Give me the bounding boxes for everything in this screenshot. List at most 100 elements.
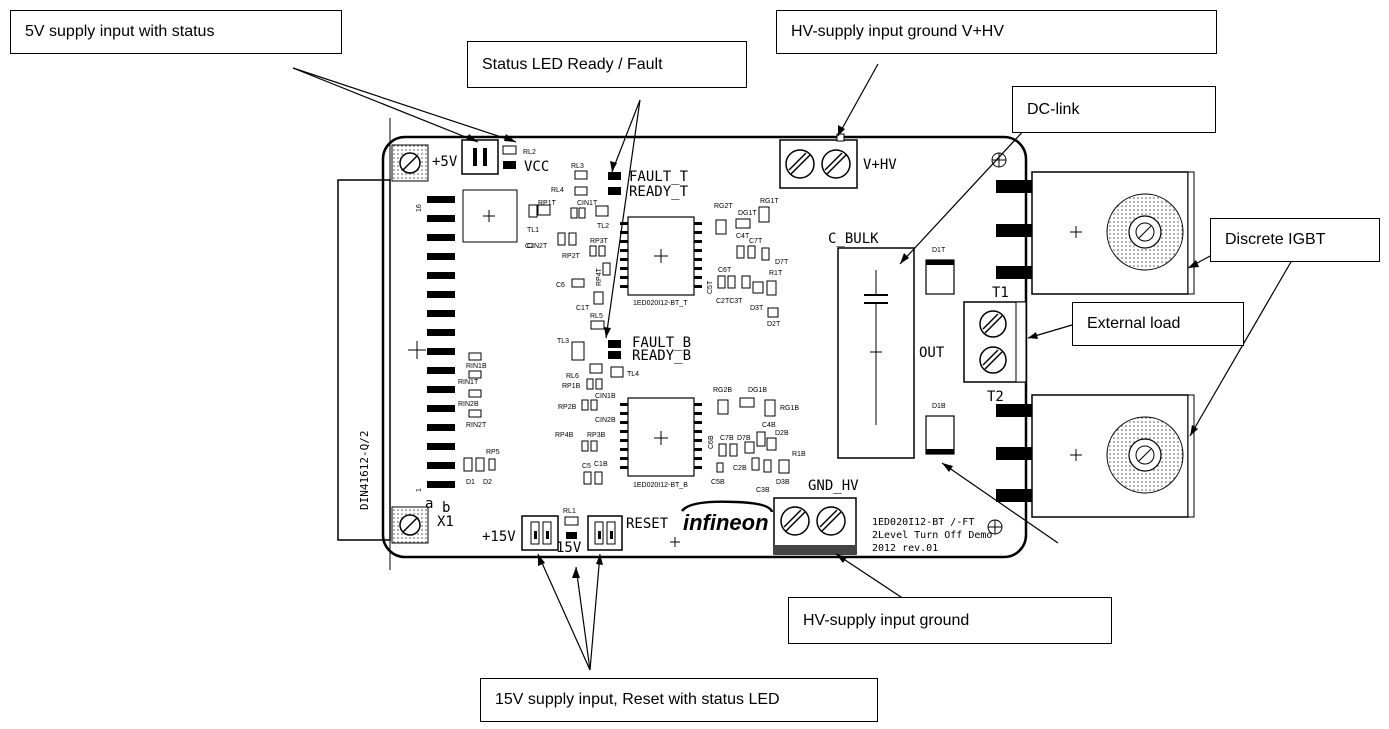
infineon-logo: infineon	[680, 500, 774, 535]
callout-dc-link: DC-link	[1012, 86, 1216, 133]
gate-components-bottom: RG2B DG1B RG1B C4B D2B C6B C7B D7B C2B R…	[708, 387, 806, 494]
gate-components-top: RG2T DG1T RG1T C4T C7T D7T C6T C5T R1T C…	[707, 198, 789, 328]
callout-discrete-igbt: Discrete IGBT	[1210, 218, 1380, 262]
label-d7t: D7T	[775, 259, 789, 266]
label-d3t: D3T	[750, 305, 764, 312]
mounting-hole-top-left	[391, 144, 429, 182]
label-tl3: TL3	[557, 338, 569, 345]
label-c7b: C7B	[720, 435, 734, 442]
label-rp4b: RP4B	[555, 432, 574, 439]
mounting-hole-bottom-left	[391, 506, 429, 544]
ic-top-pins-right	[694, 222, 702, 288]
label-cin1b: CIN1B	[595, 393, 616, 400]
label-rin1b: RIN1B	[466, 363, 487, 370]
label-d2b: D2B	[775, 430, 789, 437]
rev-line-2: 2Level Turn Off Demo	[872, 530, 992, 541]
terminal-vhv: V+HV	[779, 133, 897, 189]
label-c2tc3t: C2TC3T	[716, 298, 743, 305]
callout-5v-supply: 5V supply input with status	[10, 10, 342, 54]
callout-hv-ground: HV-supply input ground	[788, 597, 1112, 644]
label-rg2t: RG2T	[714, 203, 733, 210]
label-c1b: C1B	[594, 461, 608, 468]
label-t1: T1	[992, 285, 1009, 301]
label-c7t: C7T	[749, 238, 763, 245]
label-c2b: C2B	[733, 465, 747, 472]
label-ready-t: READY_T	[629, 184, 689, 200]
ic-bottom-pins-left	[620, 403, 628, 469]
label-t2: T2	[987, 389, 1004, 405]
label-rg2b: RG2B	[713, 387, 732, 394]
label-rl2: RL2	[523, 149, 536, 156]
label-rg1b: RG1B	[780, 405, 799, 412]
label-tl2: TL2	[597, 223, 609, 230]
label-d1b: D1B	[932, 403, 946, 410]
ic-top-pins-left	[620, 222, 628, 288]
connector-5v: +5V VCC RL2	[432, 139, 549, 175]
label-tl1: TL1	[527, 227, 539, 234]
capacitor-c2: C2	[462, 189, 534, 250]
label-d2t: D2T	[767, 321, 781, 328]
callout-15v-supply: 15V supply input, Reset with status LED	[480, 678, 878, 722]
label-rp1b: RP1B	[562, 383, 581, 390]
label-rg1t: RG1T	[760, 198, 779, 205]
leader-arrowheads	[466, 125, 1199, 578]
terminal-out: OUT T1 T2	[919, 285, 1027, 405]
label-d1t: D1T	[932, 247, 946, 254]
label-out: OUT	[919, 345, 945, 361]
label-d2: D2	[483, 479, 492, 486]
status-led-top: RL3 RL4 FAULT_T READY_T RP1T CIN1T TL1 T…	[527, 163, 689, 330]
ic-top: 1ED020I12-BT_T	[627, 216, 695, 307]
diode-d1b: D1B	[925, 403, 955, 455]
label-c4t: C4T	[736, 233, 750, 240]
status-led-bottom: FAULT_B READY_B TL3 TL4 RL6 RP1B CIN1B R…	[555, 335, 691, 485]
label-rp3b: RP3B	[587, 432, 606, 439]
label-rl5: RL5	[590, 313, 603, 320]
callout-hv-supply: HV-supply input ground V+HV	[776, 10, 1217, 54]
din-connector: DIN41612-Q/2	[337, 118, 455, 570]
rev-line-1: 1ED020I12-BT /-FT	[872, 517, 974, 528]
label-cin2b: CIN2B	[595, 417, 616, 424]
label-tl4: TL4	[627, 371, 639, 378]
label-c6b: C6B	[708, 435, 715, 449]
pin-a-label: a	[425, 496, 433, 512]
pin-b-label: b	[442, 500, 450, 516]
label-rp2t: RP2T	[562, 253, 581, 260]
ic-bottom: 1ED020I12-BT_B	[627, 397, 695, 489]
connector-label: DIN41612-Q/2	[358, 431, 371, 510]
label-c5t: C5T	[707, 280, 714, 294]
capacitor-c-bulk: C_BULK	[828, 231, 915, 459]
label-ic-top: 1ED020I12-BT_T	[633, 300, 688, 307]
logo-text: infineon	[683, 510, 769, 535]
label-rl6: RL6	[566, 373, 579, 380]
label-c5b: C5B	[711, 479, 725, 486]
label-ic-bottom: 1ED020I12-BT_B	[633, 482, 688, 489]
callout-status-led: Status LED Ready / Fault	[467, 41, 747, 88]
label-dg1b: DG1B	[748, 387, 767, 394]
label-c-bulk: C_BULK	[828, 231, 879, 247]
callout-external-load: External load	[1072, 302, 1244, 346]
label-fault-t: FAULT_T	[629, 169, 689, 185]
pin-16-label: 16	[416, 204, 423, 212]
pin-1-label: 1	[416, 488, 423, 492]
label-gnd-hv: GND_HV	[808, 478, 859, 494]
label-c6t: C6T	[718, 267, 732, 274]
label-fault-b: FAULT_B	[632, 335, 691, 351]
label-c3b: C3B	[756, 487, 770, 494]
rev-line-3: 2012 rev.01	[872, 543, 938, 554]
ic-bottom-pins-right	[694, 403, 702, 469]
fiducial-bottom-right	[987, 519, 1003, 535]
label-rp1t: RP1T	[538, 200, 557, 207]
label-plus15v: +15V	[482, 529, 516, 545]
label-r1t: R1T	[769, 270, 783, 277]
label-rp4t: RP4T	[596, 267, 603, 286]
label-c4b: C4B	[762, 422, 776, 429]
igbt-t2	[996, 394, 1195, 518]
label-rp3t: RP3T	[590, 238, 609, 245]
label-cin2t: CIN2T	[527, 243, 548, 250]
label-rp2b: RP2B	[558, 404, 577, 411]
label-vhv: V+HV	[863, 157, 897, 173]
label-reset: RESET	[626, 516, 669, 532]
label-rin2b: RIN2B	[458, 401, 479, 408]
diode-d1t: D1T	[925, 247, 955, 295]
label-c5: C5	[582, 463, 591, 470]
